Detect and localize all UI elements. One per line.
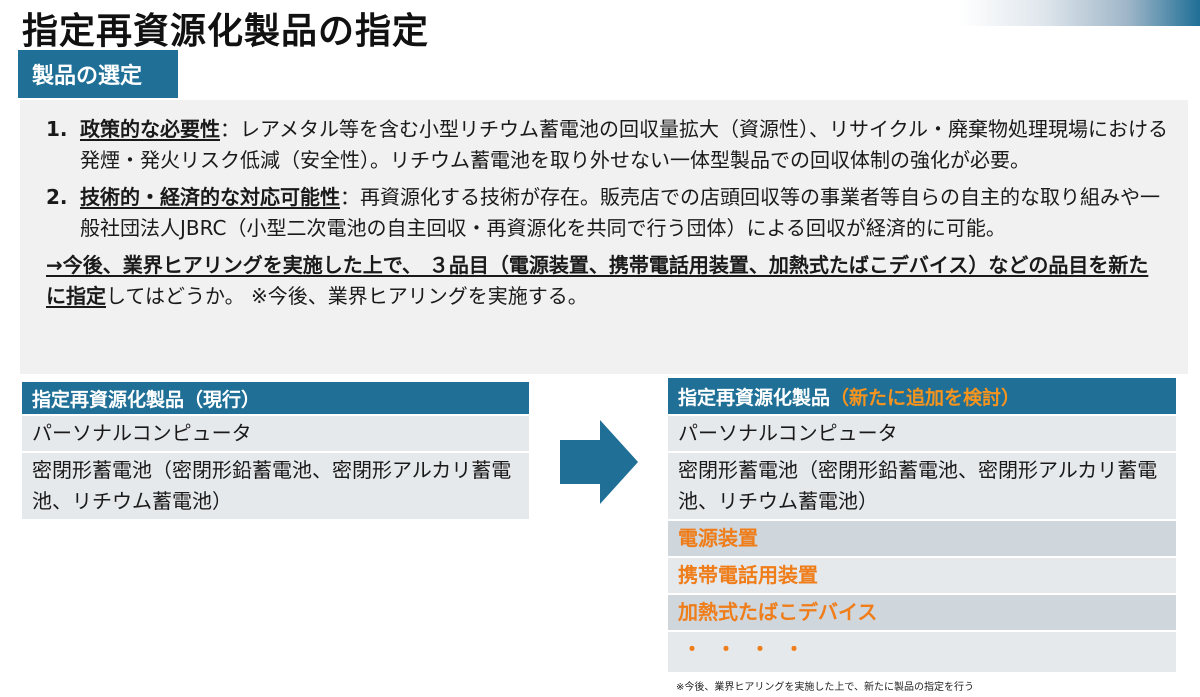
- new-table-header-note: （新たに追加を検討）: [830, 386, 1021, 409]
- criteria-text: レアメタル等を含む小型リチウム蓄電池の回収量拡大（資源性）、リサイクル・廃棄物処…: [80, 117, 1168, 172]
- new-item-row: 電源装置: [668, 521, 1176, 558]
- criteria-term: 技術的・経済的な対応可能性: [80, 185, 340, 209]
- selection-criteria-panel: 1. 政策的な必要性：レアメタル等を含む小型リチウム蓄電池の回収量拡大（資源性）…: [20, 100, 1188, 374]
- term-separator: ：: [220, 117, 240, 141]
- header-accent-bar: [960, 0, 1200, 26]
- new-item-row: 携帯電話用装置: [668, 558, 1176, 595]
- new-products-table: 指定再資源化製品（新たに追加を検討） パーソナルコンピュータ 密閉形蓄電池（密閉…: [668, 378, 1176, 674]
- item-number: 1.: [46, 117, 68, 141]
- new-item-row: 加熱式たばこデバイス: [668, 595, 1176, 632]
- table-row: パーソナルコンピュータ: [22, 416, 529, 453]
- table-row: パーソナルコンピュータ: [668, 416, 1176, 453]
- new-table-header: 指定再資源化製品（新たに追加を検討）: [668, 378, 1176, 416]
- table-row: 密閉形蓄電池（密閉形鉛蓄電池、密閉形アルカリ蓄電池、リチウム蓄電池）: [22, 453, 529, 521]
- criteria-item-2: 2. 技術的・経済的な対応可能性：再資源化する技術が存在。販売店での店頭回収等の…: [46, 182, 1168, 244]
- table-row: 密閉形蓄電池（密閉形鉛蓄電池、密閉形アルカリ蓄電池、リチウム蓄電池）: [668, 453, 1176, 521]
- right-arrow-icon: [560, 420, 638, 504]
- footnote: ※今後、業界ヒアリングを実施した上で、新たに製品の指定を行う: [676, 682, 974, 693]
- page-title: 指定再資源化製品の指定: [22, 11, 430, 52]
- criteria-term: 政策的な必要性: [80, 117, 220, 141]
- current-products-table: 指定再資源化製品（現行） パーソナルコンピュータ 密閉形蓄電池（密閉形鉛蓄電池、…: [22, 382, 529, 521]
- new-table-header-title: 指定再資源化製品: [678, 386, 831, 409]
- term-separator: ：: [340, 185, 360, 209]
- item-number: 2.: [46, 185, 68, 209]
- conclusion-bold: →今後、業界ヒアリングを実施した上で、 ３品目（電源装置、携帯電話用装置、加熱式…: [46, 253, 1149, 308]
- more-items-row: ・・・・: [668, 632, 1176, 674]
- section-label: 製品の選定: [18, 50, 178, 98]
- criteria-text: 再資源化する技術が存在。販売店での店頭回収等の事業者等自らの自主的な取り組みや一…: [80, 185, 1160, 240]
- criteria-item-1: 1. 政策的な必要性：レアメタル等を含む小型リチウム蓄電池の回収量拡大（資源性）…: [46, 114, 1168, 176]
- conclusion: →今後、業界ヒアリングを実施した上で、 ３品目（電源装置、携帯電話用装置、加熱式…: [46, 250, 1168, 312]
- current-table-header: 指定再資源化製品（現行）: [22, 382, 529, 416]
- conclusion-normal: してはどうか。 ※今後、業界ヒアリングを実施する。: [106, 284, 588, 308]
